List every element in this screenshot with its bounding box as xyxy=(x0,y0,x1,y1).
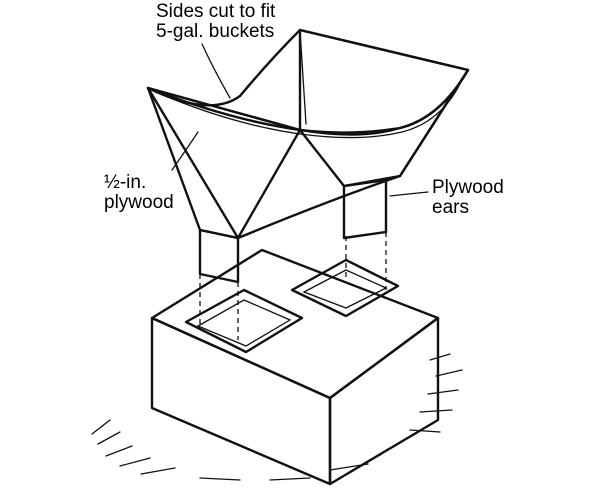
label-half-inch-plywood: ½-in. plywood xyxy=(104,173,174,213)
label-half-inch-plywood-line2: plywood xyxy=(104,192,174,213)
cinder-block xyxy=(150,248,440,486)
alignment-lines xyxy=(199,232,387,340)
label-sides-cut-line2: 5-gal. buckets xyxy=(156,21,275,42)
label-sides-cut: Sides cut to fit 5-gal. buckets xyxy=(156,2,275,42)
label-plywood-ears: Plywood ears xyxy=(432,178,504,218)
leader-lines xyxy=(171,43,429,197)
label-plywood-ears-line1: Plywood xyxy=(432,177,504,198)
plywood-hopper xyxy=(146,28,470,240)
label-half-inch-plywood-line1: ½-in. xyxy=(104,172,147,193)
label-sides-cut-line1: Sides cut to fit xyxy=(156,1,276,22)
label-plywood-ears-line2: ears xyxy=(432,197,469,218)
